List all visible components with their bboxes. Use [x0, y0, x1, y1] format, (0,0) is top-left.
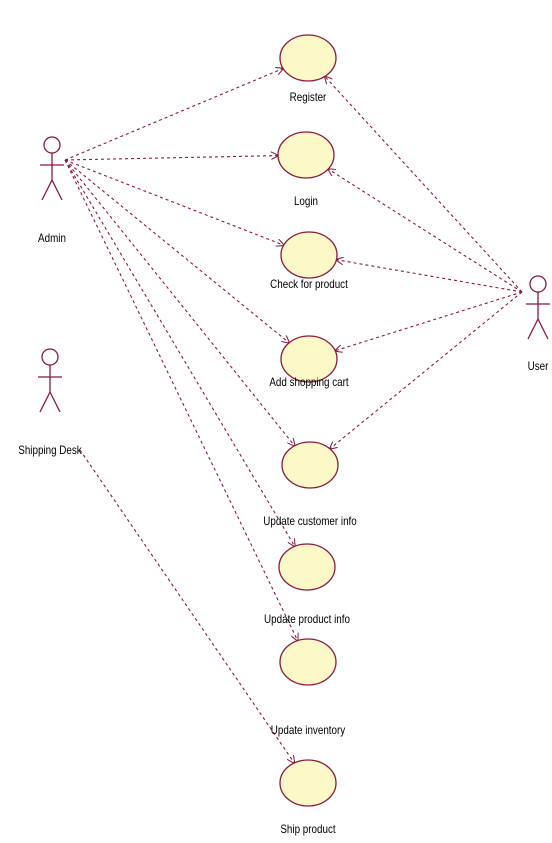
usecase-check[interactable] [280, 231, 338, 279]
actor-user-icon[interactable] [526, 275, 550, 340]
usecase-login[interactable] [277, 131, 335, 179]
association-admin-cart [64, 159, 289, 343]
association-shipping-ship [79, 449, 294, 763]
usecase-label-ship-product: Ship product [280, 822, 336, 836]
association-admin-cust [64, 159, 295, 446]
association-admin-check [64, 159, 284, 245]
association-user-cart [335, 291, 523, 351]
association-user-check [336, 260, 523, 293]
association-admin-login [64, 156, 278, 161]
usecase-cart[interactable] [280, 335, 338, 383]
usecase-label-check-for-product: Check for product [270, 277, 348, 291]
association-user-register [325, 76, 523, 293]
actor-label-shipping-desk: Shipping Desk [18, 443, 82, 457]
actor-label-admin: Admin [38, 231, 66, 245]
usecase-label-update-product-info: Update product info [264, 612, 350, 626]
actor-shipping-icon[interactable] [38, 348, 62, 413]
actor-admin-icon[interactable] [40, 136, 64, 201]
association-admin-inv [64, 159, 298, 641]
usecase-label-update-inventory: Update inventory [270, 723, 346, 737]
usecase-label-login: Login [293, 194, 319, 208]
usecase-cust[interactable] [281, 441, 339, 489]
association-user-login [328, 169, 523, 293]
association-admin-register [64, 68, 283, 161]
usecase-register[interactable] [279, 34, 337, 82]
usecase-label-register: Register [289, 90, 327, 104]
usecase-ship[interactable] [279, 759, 337, 807]
actor-label-user: User [527, 359, 549, 373]
association-admin-prod [64, 159, 295, 546]
association-user-cust [330, 291, 523, 449]
usecase-inv[interactable] [279, 638, 337, 686]
usecase-prod[interactable] [278, 543, 336, 591]
usecase-label-add-shopping-cart: Add shopping cart [269, 375, 349, 389]
usecase-label-update-customer-info: Update customer info [263, 514, 357, 528]
